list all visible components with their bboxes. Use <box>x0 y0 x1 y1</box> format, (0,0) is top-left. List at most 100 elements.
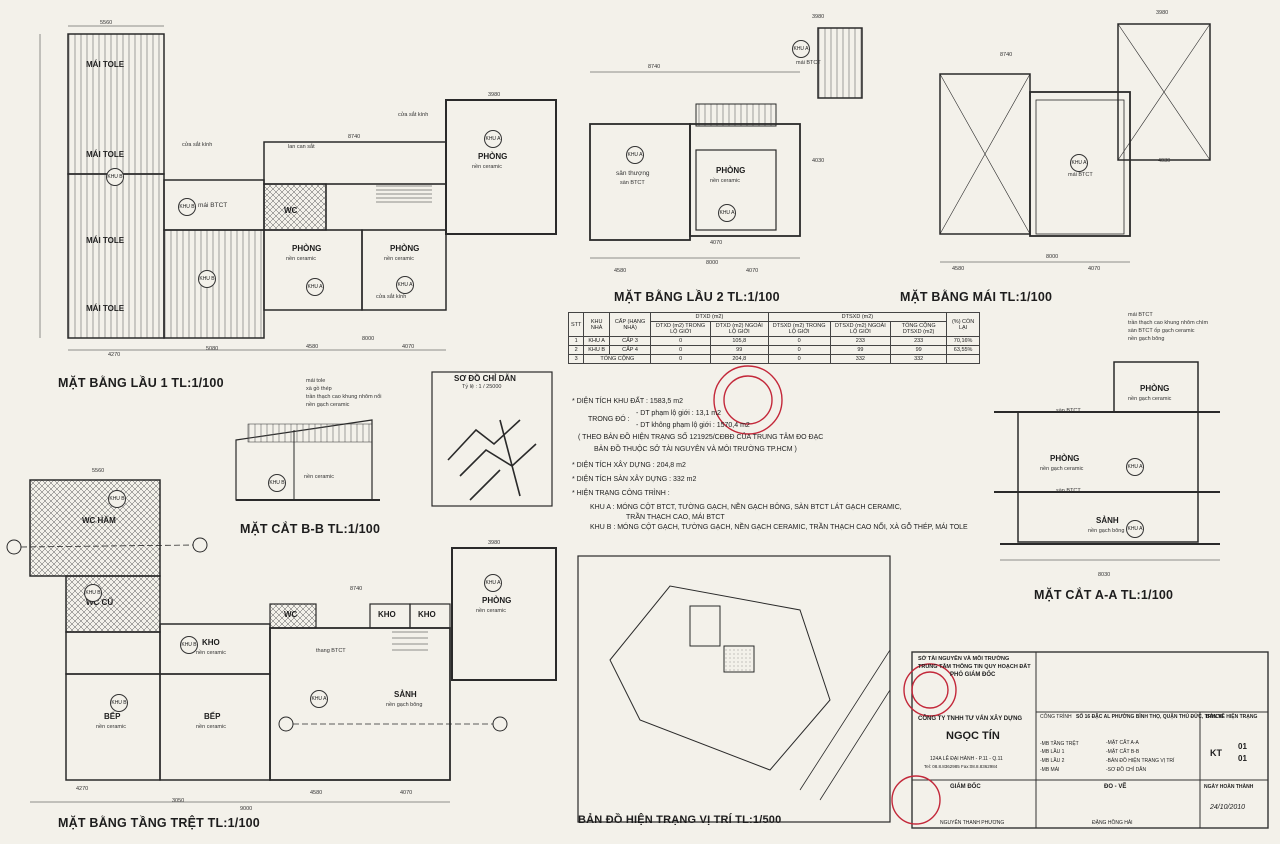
title-cat-bb: MẶT CẮT B-B TL:1/100 <box>240 522 381 536</box>
san-btct-label: sàn BTCT <box>1056 488 1081 494</box>
nen-ceramic-label: nền ceramic <box>472 164 502 170</box>
note-theo-ban-do-2: BẢN ĐỒ THUỘC SỞ TÀI NGUYÊN VÀ MÔI TRƯỜNG… <box>594 446 797 453</box>
tb-do-ve: ĐO - VẼ <box>1104 784 1127 790</box>
th-stt: STT <box>567 312 585 337</box>
thang-btct-label: thang BTCT <box>316 648 346 654</box>
san-btct-label: sàn BTCT <box>620 180 645 186</box>
note-dien-tich-dat: * DIỆN TÍCH KHU ĐẤT : 1583,5 m2 <box>572 398 683 405</box>
dim-4270: 4270 <box>76 786 89 792</box>
title-tang-tret: MẶT BẰNG TẦNG TRỆT TL:1/100 <box>58 816 260 830</box>
dim-5080: 5080 <box>206 346 219 352</box>
tb-kt: KT <box>1210 748 1222 758</box>
section-markers <box>6 537 508 732</box>
dim-4070: 4070 <box>1088 266 1101 272</box>
cell: KHU A <box>583 336 610 346</box>
dim-8740: 8740 <box>648 64 661 70</box>
th-sub: DTSXD (m2) TRONG LỘ GIỚI <box>767 321 831 337</box>
cell: 233 <box>829 336 892 346</box>
dim-4070: 4070 <box>746 268 759 274</box>
cua-sat-kinh-label: cửa sắt kính <box>398 112 429 118</box>
wc-label: WC <box>284 206 298 215</box>
th-dtxd: DTXD (m2) <box>650 312 769 322</box>
khu-a-marker: KHU A <box>306 278 324 296</box>
section-note: mái BTCT <box>1128 312 1153 318</box>
dim-3980: 3980 <box>488 540 501 546</box>
khu-a-marker: KHU A <box>1070 154 1088 172</box>
phong-label: PHÒNG <box>1050 454 1080 463</box>
th-con-lai: (%) CÒN LẠI <box>946 312 980 337</box>
cell: 63,55% <box>946 345 980 355</box>
tb-sheet: -BẢN ĐỒ HIỆN TRẠNG VỊ TRÍ <box>1106 758 1175 764</box>
nen-gach-ceramic-label: nền gạch ceramic <box>1128 396 1172 402</box>
plan-tang-tret <box>29 479 557 803</box>
cua-sat-kinh-label: cửa sắt kính <box>376 294 407 300</box>
dim-4030: 4030 <box>812 158 825 164</box>
khu-b-marker: KHU B <box>180 636 198 654</box>
plan-lau2 <box>589 27 863 259</box>
cell: CẤP 4 <box>608 345 652 355</box>
khu-b-marker: KHU B <box>178 198 196 216</box>
cell: 70,16% <box>946 336 980 346</box>
bep-label: BẾP <box>204 712 221 721</box>
title-lau2: MẶT BẰNG LẦU 2 TL:1/100 <box>614 290 780 304</box>
cell: 0 <box>650 354 711 364</box>
kho-label: KHO <box>202 638 220 647</box>
khu-a-marker: KHU A <box>1126 520 1144 538</box>
dim-8000: 8000 <box>1046 254 1059 260</box>
mai-btct-label: mái BTCT <box>796 60 821 66</box>
cell: 99 <box>709 345 769 355</box>
mai-tole-label: MÁI TOLE <box>86 150 125 159</box>
plan-lau1 <box>39 25 557 351</box>
section-note: nền gạch bông <box>1128 336 1165 342</box>
tb-cong-trinh-val: SỐ 16 ĐẶC AL PHƯỜNG BÌNH THỌ, QUẬN THỦ Đ… <box>1076 714 1224 720</box>
tb-kt-no: 01 <box>1238 742 1247 751</box>
mai-btct-label: mái BTCT <box>1068 172 1093 178</box>
section-note: nền gạch ceramic <box>306 402 350 408</box>
cell: 0 <box>767 336 831 346</box>
note-dt-pham: - DT phạm lộ giới : 13,1 m2 <box>636 410 721 417</box>
so-do-scale: Tỷ lệ : 1 / 25000 <box>462 384 502 390</box>
tb-sheet: -MB MÁI <box>1040 767 1060 773</box>
note-theo-ban-do: ( THEO BẢN ĐỒ HIỆN TRẠNG SỐ 121925/CĐBĐ … <box>578 434 824 441</box>
khu-a-marker: KHU A <box>484 574 502 592</box>
mai-tole-label: MÁI TOLE <box>86 60 125 69</box>
nen-ceramic-label: nền ceramic <box>384 256 414 262</box>
dim-8000: 8000 <box>706 260 719 266</box>
note-dt-khong-pham: - DT không phạm lộ giới : 1570,4 m2 <box>636 422 750 429</box>
note-khu-a-2: TRẦN THẠCH CAO, MÁI BTCT <box>626 514 725 521</box>
phong-label: PHÒNG <box>478 152 508 161</box>
location-map <box>431 371 553 507</box>
cell: 105,8 <box>709 336 769 346</box>
khu-a-marker: KHU A <box>1126 458 1144 476</box>
dim-8000: 8000 <box>362 336 375 342</box>
lan-can-label: lan can sắt <box>288 144 315 150</box>
bep-label: BẾP <box>104 712 121 721</box>
area-table: STT KHU NHÀ CẤP (HẠNG NHÀ) DTXD (m2) DTS… <box>567 312 980 364</box>
kho-label: KHO <box>378 610 396 619</box>
tb-sheet: -MB LẦU 1 <box>1040 749 1065 755</box>
tb-sheet: -MB LẦU 2 <box>1040 758 1065 764</box>
khu-a-marker: KHU A <box>718 204 736 222</box>
san-btct-label: sàn BTCT <box>1056 408 1081 414</box>
wc-label: WC <box>284 610 298 619</box>
cell: 332 <box>829 354 892 364</box>
tb-address: 124A LÊ ĐẠI HÀNH - P.11 - Q.11 <box>930 756 1003 762</box>
tb-sheet: -SƠ ĐỒ CHỈ DẪN <box>1106 767 1147 773</box>
khu-a-marker: KHU A <box>626 146 644 164</box>
dim-5560: 5560 <box>92 468 105 474</box>
title-cat-aa: MẶT CẮT A-A TL:1/100 <box>1034 588 1174 602</box>
section-aa <box>994 361 1220 561</box>
title-mai: MẶT BẰNG MÁI TL:1/100 <box>900 290 1053 304</box>
section-note: trần thạch cao khung nhôm nổi <box>306 394 382 400</box>
section-note: mái tole <box>306 378 326 384</box>
tb-phone: Tel: 08.8.8362985 Fax:08.8.8362984 <box>924 764 998 769</box>
khu-b-marker: KHU B <box>110 694 128 712</box>
khu-a-marker: KHU A <box>484 130 502 148</box>
khu-a-marker: KHU A <box>792 40 810 58</box>
phong-label: PHÒNG <box>390 244 420 253</box>
dim-3980: 3980 <box>1156 10 1169 16</box>
tb-company: CÔNG TY TNHH TƯ VẤN XÂY DỰNG <box>918 716 1023 722</box>
dim-5560: 5560 <box>100 20 113 26</box>
